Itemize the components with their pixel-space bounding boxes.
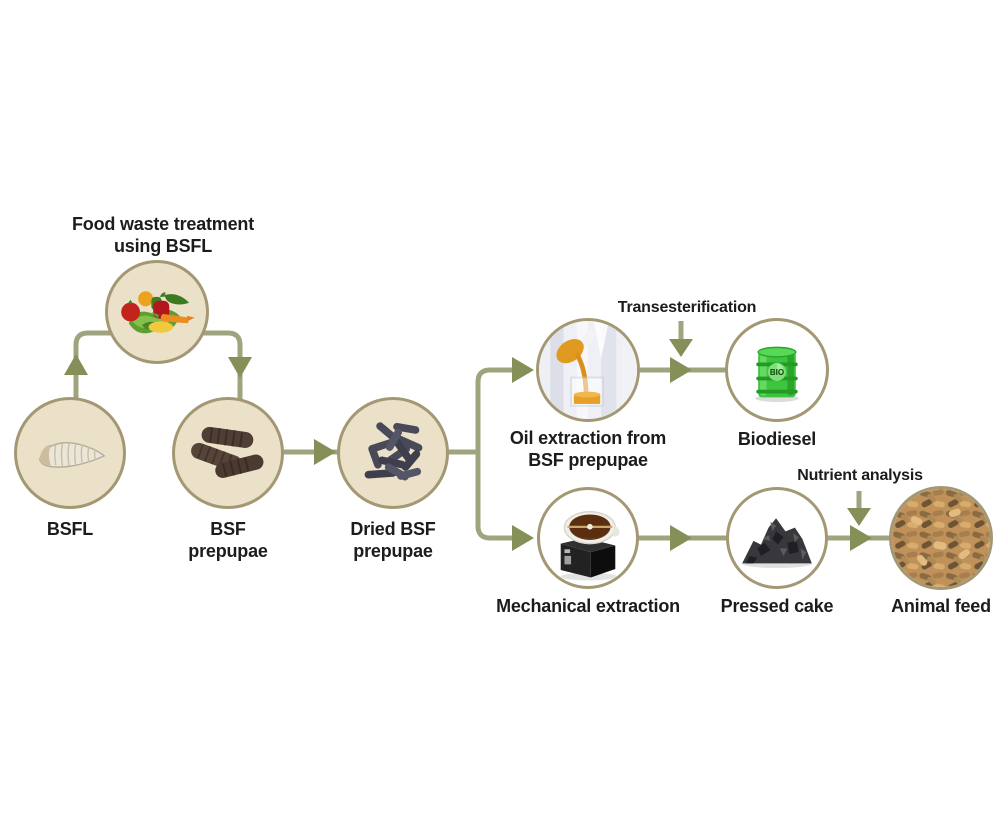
arrowhead-branch-bottom (512, 525, 534, 551)
node-mechanical-extraction (537, 487, 639, 589)
label-food-waste-line2: using BSFL (114, 236, 212, 256)
node-bsfl (14, 397, 126, 509)
dried-prepupae-icon (364, 422, 423, 481)
bsfl-larva-icon (38, 442, 106, 468)
arrowhead-to-pressedcake (670, 525, 692, 551)
label-bsf-prepupae: BSF prepupae (158, 518, 298, 562)
biodiesel-barrel-label: BIO (770, 368, 784, 377)
annotation-transesterification-text: Transesterification (617, 299, 757, 316)
label-pressed-cake-line1: Pressed cake (720, 596, 834, 616)
bsf-prepupae-icon (191, 426, 264, 478)
label-oil-line1: Oil extraction from (509, 428, 667, 448)
label-dried-line2: prepupae (353, 541, 433, 561)
arrowhead-to-animalfeed (850, 525, 872, 551)
pressed-cake-icon (742, 518, 812, 569)
label-oil-line2: BSF prepupae (528, 450, 648, 470)
node-animal-feed (889, 486, 993, 590)
arrowhead-down-to-bsfprepupae (228, 357, 252, 378)
transesterification-arrowhead (669, 339, 693, 357)
arrowhead-to-biodiesel (670, 357, 692, 383)
label-mechanical-extraction: Mechanical extraction (468, 595, 708, 617)
animal-feed-pellets-icon (892, 489, 990, 587)
node-pressed-cake (726, 487, 828, 589)
arrowhead-up-to-foodwaste (64, 354, 88, 375)
node-biodiesel: BIO (725, 318, 829, 422)
arrowhead-branch-top (512, 357, 534, 383)
label-pressed-cake: Pressed cake (707, 595, 847, 617)
arrowhead-to-dried (314, 439, 336, 465)
node-dried-bsf-prepupae (337, 397, 449, 509)
food-waste-vegetables-icon (121, 291, 195, 334)
label-dried-line1: Dried BSF (350, 519, 436, 539)
nutrient-analysis-arrowhead (847, 508, 871, 526)
label-oil-extraction: Oil extraction from BSF prepupae (488, 427, 688, 471)
label-bsfl-line1: BSFL (46, 519, 94, 539)
label-biodiesel: Biodiesel (707, 428, 847, 450)
edge-trunk-branches (475, 367, 530, 541)
annotation-nutrient-analysis-text: Nutrient analysis (797, 467, 923, 484)
label-animal-feed: Animal feed (866, 595, 1004, 617)
label-biodiesel-line1: Biodiesel (737, 429, 817, 449)
oil-press-machine-icon (560, 510, 620, 581)
oil-pouring-icon (539, 321, 637, 419)
node-bsf-prepupae (172, 397, 284, 509)
label-food-waste: Food waste treatment using BSFL (38, 213, 288, 257)
node-food-waste (105, 260, 209, 364)
node-oil-extraction (536, 318, 640, 422)
label-animal-feed-line1: Animal feed (891, 596, 991, 616)
label-dried-bsf-prepupae: Dried BSF prepupae (313, 518, 473, 562)
annotation-transesterification: Transesterification (587, 298, 787, 317)
label-mechanical-line1: Mechanical extraction (496, 596, 680, 616)
biodiesel-barrel-icon: BIO (755, 346, 799, 403)
label-bsfl: BSFL (15, 518, 125, 540)
label-food-waste-line1: Food waste treatment (71, 214, 255, 234)
label-bsf-prepupae-line2: prepupae (188, 541, 268, 561)
annotation-nutrient-analysis: Nutrient analysis (762, 466, 958, 485)
label-bsf-prepupae-line1: BSF (210, 519, 246, 539)
